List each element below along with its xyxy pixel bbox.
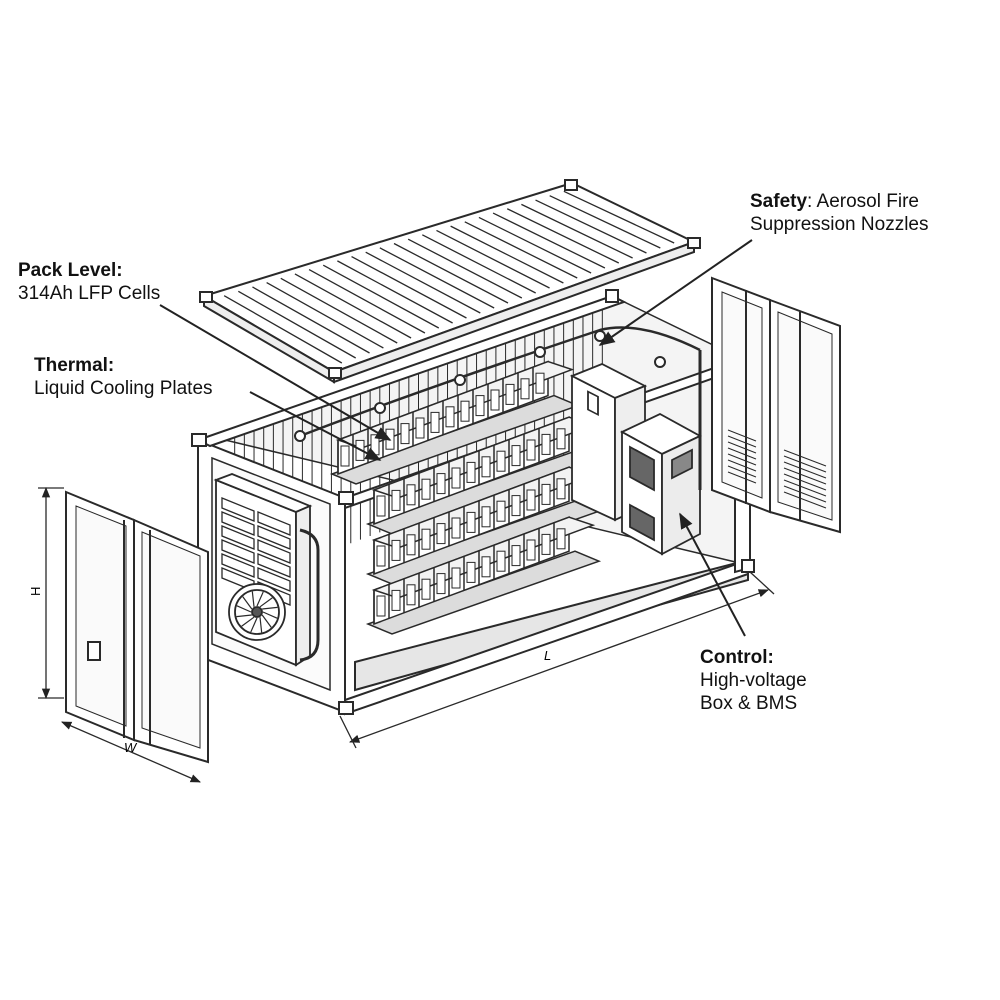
- thermal-heading: Thermal:: [34, 355, 115, 376]
- safety-callout: Safety: Aerosol Fire Suppression Nozzles: [750, 190, 928, 236]
- control-cabinets: [569, 363, 702, 556]
- pack-level-callout: Pack Level: 314Ah LFP Cells: [18, 259, 160, 305]
- pack-leader: [159, 304, 392, 441]
- air-conditioner-unit: [213, 473, 320, 667]
- length-label: L: [544, 648, 551, 663]
- width-dimension-line: [61, 721, 201, 783]
- safety-sep: :: [807, 191, 813, 212]
- safety-leader: [598, 239, 753, 346]
- callout-leaders: [159, 239, 753, 637]
- thermal-leader: [249, 391, 382, 461]
- left-doors: [65, 490, 209, 764]
- safety-heading: Safety: [750, 191, 808, 212]
- control-line3: Box & BMS: [700, 693, 798, 714]
- control-heading: Control:: [700, 647, 774, 668]
- roof-panel: [199, 179, 701, 384]
- safety-line1: Aerosol Fire: [812, 191, 919, 212]
- control-leader: [679, 512, 746, 637]
- pack-heading: Pack Level:: [18, 260, 123, 281]
- thermal-callout: Thermal: Liquid Cooling Plates: [34, 354, 213, 400]
- thermal-line2: Liquid Cooling Plates: [34, 378, 213, 399]
- pack-line2: 314Ah LFP Cells: [18, 283, 161, 304]
- width-label: W: [124, 740, 138, 755]
- right-doors: [711, 276, 841, 534]
- length-dimension-line: [349, 589, 769, 743]
- safety-line2: Suppression Nozzles: [750, 214, 929, 235]
- control-line2: High-voltage: [700, 670, 807, 691]
- control-callout: Control: High-voltage Box & BMS: [700, 646, 807, 715]
- height-label: H: [28, 587, 43, 596]
- dimension-lines: [38, 486, 775, 783]
